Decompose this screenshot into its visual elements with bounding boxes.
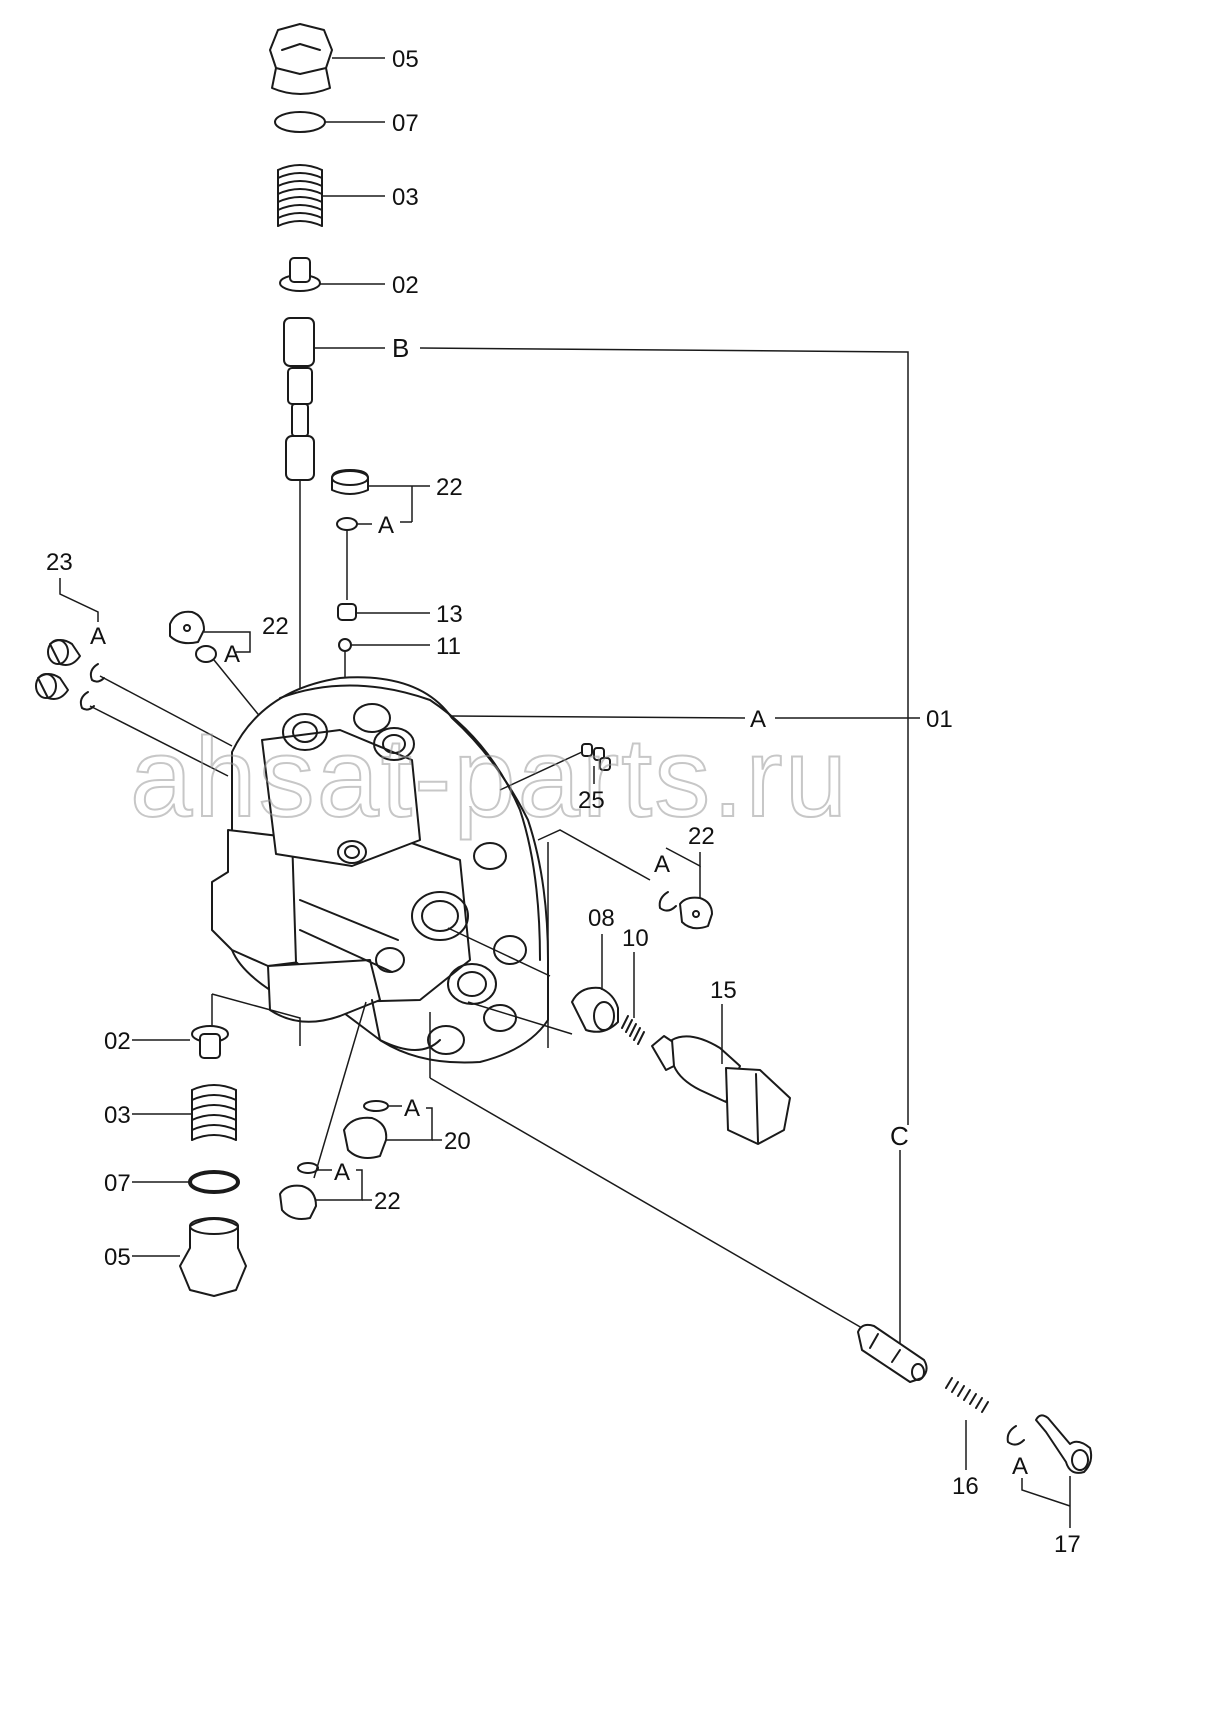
label-11: 11	[436, 633, 461, 660]
part-03-top-spring	[277, 164, 323, 227]
part-07-top-oring	[274, 111, 326, 133]
label-23: 23	[46, 549, 73, 576]
part-05-bottom-plug	[132, 1217, 247, 1297]
label-03-top: 03	[392, 184, 419, 211]
label-ref-A-22b: A	[334, 1159, 350, 1186]
part-13-small-plug	[337, 603, 430, 621]
part-22-top-plug	[331, 469, 430, 523]
leaders-body	[211, 715, 920, 1329]
label-22-left: 22	[262, 613, 289, 640]
label-ref-A-left: A	[90, 623, 106, 650]
label-20: 20	[444, 1128, 471, 1155]
part-03-bottom-spring	[132, 1084, 237, 1141]
label-ref-C: C	[890, 1121, 909, 1151]
label-13: 13	[436, 601, 463, 628]
spool-C	[857, 1323, 928, 1383]
label-10: 10	[622, 925, 649, 952]
part-17-plug	[1006, 1414, 1093, 1528]
part-01-valve-body	[211, 676, 549, 1064]
label-25: 25	[578, 787, 605, 814]
part-07-bottom-oring	[132, 1170, 240, 1194]
label-15: 15	[710, 977, 737, 1004]
part-02-bottom-seat	[132, 1025, 229, 1059]
oring-A-top	[336, 517, 372, 600]
part-22-right-plug	[658, 847, 713, 930]
part-16-spring	[945, 1377, 989, 1470]
label-01: 01	[926, 706, 953, 733]
label-ref-A-17: A	[1012, 1453, 1028, 1480]
label-ref-A-top: A	[378, 512, 394, 539]
label-05-top: 05	[392, 46, 419, 73]
label-22-right: 22	[688, 823, 715, 850]
label-ref-A-right: A	[654, 851, 670, 878]
label-ref-A-left2: A	[224, 641, 240, 668]
label-05-bottom: 05	[104, 1244, 131, 1271]
part-15-relief-valve	[651, 1004, 791, 1145]
label-16: 16	[952, 1473, 979, 1500]
orings-A-left	[79, 663, 233, 777]
label-02-bottom: 02	[104, 1028, 131, 1055]
part-10-spring	[621, 952, 645, 1045]
part-05-top-plug	[269, 23, 333, 95]
label-03-bottom: 03	[104, 1102, 131, 1129]
part-02-top-seat	[279, 257, 321, 292]
label-22-top: 22	[436, 474, 463, 501]
label-02-top: 02	[392, 272, 419, 299]
label-ref-A-20: A	[404, 1095, 420, 1122]
label-17: 17	[1054, 1531, 1081, 1558]
part-08-sleeve	[571, 934, 619, 1033]
part-20-plug	[343, 1100, 442, 1159]
part-22-bottom-plug	[279, 1162, 372, 1220]
label-ref-A-body: A	[750, 706, 766, 733]
label-22-bottom: 22	[374, 1188, 401, 1215]
label-08: 08	[588, 905, 615, 932]
part-25-small-plugs	[581, 743, 611, 784]
label-ref-B: B	[392, 333, 409, 363]
watermark-text: ahsat-parts.ru	[130, 715, 849, 840]
label-07-bottom: 07	[104, 1170, 131, 1197]
label-07-top: 07	[392, 110, 419, 137]
part-23-plugs	[35, 578, 99, 700]
spool-B	[283, 317, 315, 770]
leaders-top-stack	[314, 57, 909, 1350]
